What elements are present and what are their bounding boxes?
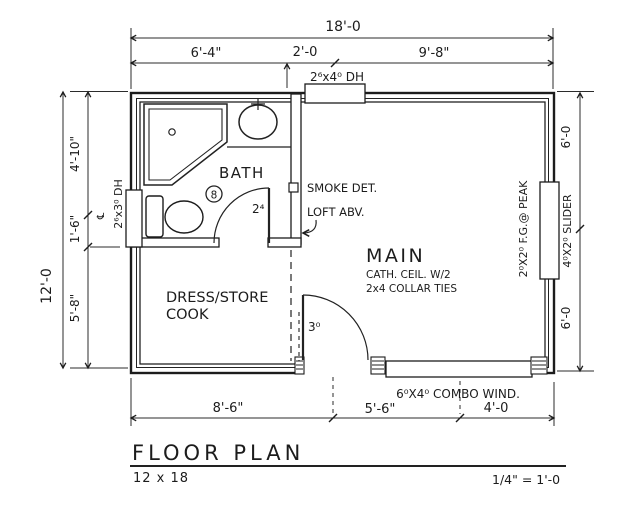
combo-right-jamb-hatch (532, 360, 546, 370)
room-label-main: MAIN (366, 245, 425, 267)
loft-lines (290, 250, 300, 361)
left-extension-lines (70, 91, 128, 369)
bath-fixtures: 8 (143, 98, 291, 238)
dim-text-2-0: 2'-0 (293, 45, 318, 60)
room-label-dress-store: DRESS/STORE (166, 290, 268, 306)
loft-above-label: LOFT ABV. (307, 205, 365, 219)
combo-window-label: 6⁰X4⁰ COMBO WIND. (396, 387, 520, 401)
outer-wall-line (129, 91, 556, 375)
dimensions-left: 12'-0 4'-10" 1'-6" 5'-8" ℄ 2⁶x3⁰ DH (39, 90, 128, 370)
room-label-bath: BATH (219, 164, 265, 182)
faucet-icon (251, 98, 265, 110)
bottom-combo-window (385, 360, 533, 378)
top-window-label: 2⁶x4⁰ DH (310, 70, 364, 84)
tick-1-6 (83, 242, 93, 252)
bath-door-jamb-wall (267, 237, 302, 248)
toilet-bowl (164, 200, 204, 234)
right-slider-window (539, 181, 560, 280)
bath-main-partition-wall (290, 93, 302, 245)
main-ceiling-note-1: CATH. CEIL. W/2 (366, 269, 451, 281)
windows (125, 83, 560, 378)
centerline-symbol: ℄ (96, 212, 107, 220)
entry-door-swing-arc (302, 294, 369, 361)
left-dh-window (125, 189, 143, 248)
tick-2-0 (330, 58, 340, 68)
right-extension-lines (557, 91, 594, 372)
slider-window-label: 4⁰X2⁰ SLIDER (561, 194, 574, 268)
dim-text-5-8: 5'-8" (68, 294, 82, 322)
entry-door (301, 294, 369, 361)
smoke-detector-label: SMOKE DET. (307, 181, 377, 195)
dim-text-12-0: 12'-0 (39, 268, 55, 304)
dim-text-8-6: 8'-6" (213, 401, 244, 416)
fan-light-symbol (205, 185, 223, 203)
entry-door-size-label: 3⁰ (308, 320, 321, 334)
dimensions-bottom: 8'-6" 5'-6" 4'-0 6⁰X4⁰ COMBO WIND. (129, 377, 556, 426)
main-ceiling-note-2: 2x4 COLLAR TIES (366, 283, 457, 295)
dim-text-1-6: 1'-6" (68, 215, 82, 243)
loft-pointer-arrow (301, 219, 317, 238)
drawing-size-note: 12 x 18 (133, 471, 189, 486)
top-dh-window (304, 83, 366, 104)
tick-8-6 (328, 413, 338, 423)
drawing-scale: 1/4" = 1'-0 (492, 472, 560, 487)
dimensions-right: 6'-0 6'-0 4⁰X2⁰ SLIDER 2⁰X2⁰ F.G.@ PEAK (517, 91, 594, 373)
left-window-label: 2⁶x3⁰ DH (112, 179, 125, 229)
room-label-cook: COOK (166, 307, 209, 323)
dim-text-6-4: 6'-4" (191, 46, 222, 61)
entry-right-jamb-hatch (372, 360, 384, 370)
room-labels: BATH 2⁴ 3⁰ SMOKE DET. LOFT ABV. MAIN CAT… (166, 164, 457, 334)
dim-text-18-0: 18'-0 (325, 19, 361, 35)
tick-left-window-cl (83, 210, 93, 220)
shower-stall (143, 103, 228, 186)
fan-light-label: 8 (211, 190, 218, 202)
drawing-title: FLOOR PLAN (132, 441, 304, 465)
entry-door-opening (302, 362, 372, 375)
shower-stall-inner (148, 108, 223, 181)
bath-door-size-label: 2⁴ (252, 202, 265, 216)
exterior-walls (129, 91, 556, 375)
bath-bottom-wall (130, 237, 220, 248)
shower-drain-icon (168, 128, 176, 136)
smoke-detector-symbol (288, 182, 299, 193)
dim-text-6-0-top: 6'-0 (559, 126, 573, 149)
dim-text-5-6: 5'-6" (365, 402, 396, 417)
peak-glass-label: 2⁰X2⁰ F.G.@ PEAK (517, 180, 530, 278)
dim-text-4-0: 4'-0 (484, 401, 509, 416)
title-block: FLOOR PLAN 12 x 18 1/4" = 1'-0 (130, 441, 566, 487)
bath-door (213, 187, 271, 244)
dim-text-6-0-bottom: 6'-0 (559, 307, 573, 330)
dimensions-top: 18'-0 6'-4" 2'-0 9'-8" 2⁶x4⁰ DH (129, 19, 555, 89)
tick-5-6 (455, 413, 465, 423)
toilet-tank (145, 195, 164, 238)
bottom-wall-jambs (294, 356, 548, 375)
bath-door-swing-arc (213, 187, 270, 244)
dim-text-9-8: 9'-8" (419, 46, 450, 61)
tick-slider-center (575, 224, 585, 234)
dim-text-4-10: 4'-10" (68, 136, 82, 172)
